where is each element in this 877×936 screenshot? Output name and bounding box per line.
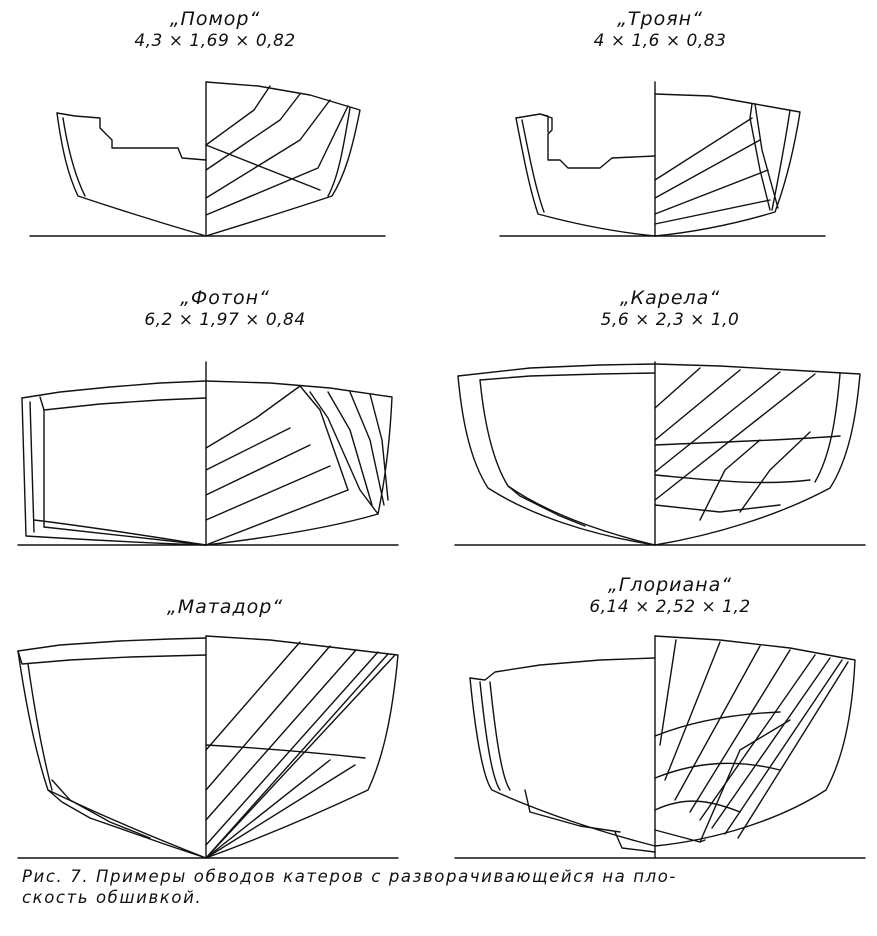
boat-label-gloriana: „Глориана“ 6,14 × 2,52 × 1,2 — [555, 574, 785, 618]
boat-name: „Матадор“ — [166, 596, 284, 618]
hull-drawing-gloriana — [454, 635, 866, 859]
hull-drawing-matador — [17, 635, 399, 859]
boat-dimensions: 4 × 1,6 × 0,83 — [593, 31, 727, 51]
boat-label-troyan: „Троян“ 4 × 1,6 × 0,83 — [555, 8, 765, 52]
hull-drawing-troyan — [499, 81, 826, 237]
boat-label-pomor: „Помор“ 4,3 × 1,69 × 0,82 — [110, 8, 320, 52]
boat-label-foton: „Фотон“ 6,2 × 1,97 × 0,84 — [110, 287, 340, 331]
hull-drawing-karela — [454, 361, 866, 546]
boat-name: „Помор“ — [169, 8, 261, 30]
figure-caption: Рис. 7. Примеры обводов катеров с развор… — [22, 866, 862, 908]
boat-dimensions: 6,14 × 2,52 × 1,2 — [589, 597, 751, 617]
boat-name: „Троян“ — [617, 8, 703, 30]
caption-line-1: Рис. 7. Примеры обводов катеров с развор… — [22, 867, 677, 886]
boat-name: „Фотон“ — [180, 287, 270, 309]
boat-dimensions: 5,6 × 2,3 × 1,0 — [600, 310, 740, 330]
boat-label-karela: „Карела“ 5,6 × 2,3 × 1,0 — [555, 287, 785, 331]
boat-name: „Глориана“ — [607, 574, 733, 596]
caption-line-2: скость обшивкой. — [22, 888, 203, 907]
hull-drawing-foton — [17, 361, 399, 546]
hull-drawing-pomor — [29, 81, 386, 237]
boat-dimensions: 6,2 × 1,97 × 0,84 — [144, 310, 306, 330]
boat-label-matador: „Матадор“ — [110, 596, 340, 618]
boat-name: „Карела“ — [619, 287, 721, 309]
boat-dimensions: 4,3 × 1,69 × 0,82 — [134, 31, 296, 51]
